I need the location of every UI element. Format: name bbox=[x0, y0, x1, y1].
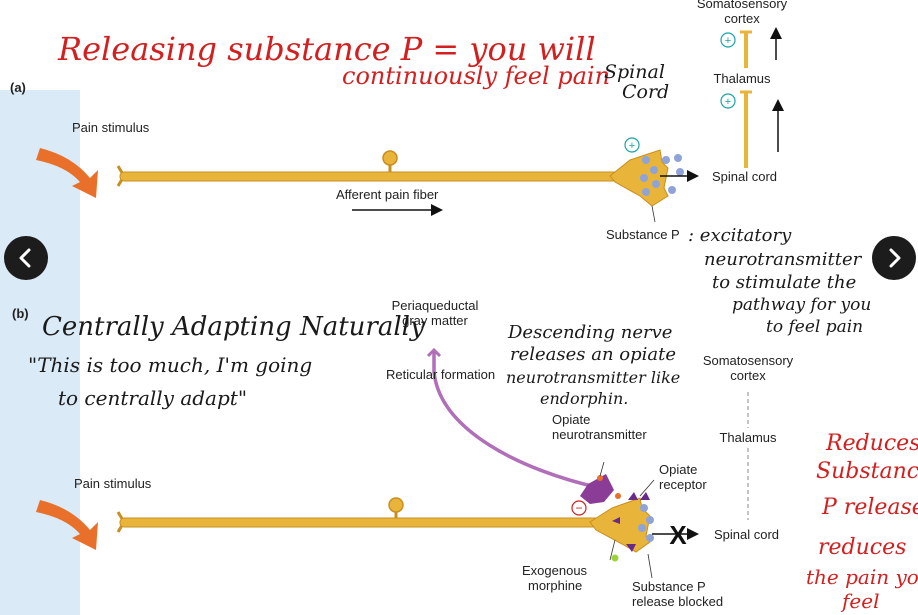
receptor-leader bbox=[639, 479, 655, 497]
note-the-pain: the pain you bbox=[806, 565, 918, 589]
thalamus-label-bg-b bbox=[712, 428, 784, 446]
ascending-pathway-a bbox=[740, 27, 784, 168]
note-excitatory: : excitatory bbox=[688, 225, 792, 246]
note-descending: Descending nerve bbox=[507, 322, 672, 343]
note-neurotransmitter: neurotransmitter bbox=[704, 249, 863, 270]
thalamus-label-b: Thalamus bbox=[719, 430, 777, 445]
pain-stimulus-arrow-a bbox=[36, 148, 98, 198]
cortex-label-a-line1: Somatosensory bbox=[697, 0, 788, 11]
spinal-cord-label-a: Spinal cord bbox=[712, 169, 777, 184]
morphine-label-line1: Exogenous bbox=[522, 563, 588, 578]
note-reduces: Reduces bbox=[825, 431, 918, 456]
descending-pathway bbox=[432, 352, 601, 490]
panel-a-label: (a) bbox=[10, 80, 26, 95]
inhibitory-minus-sign: − bbox=[575, 501, 582, 515]
afferent-fiber-label: Afferent pain fiber bbox=[336, 187, 439, 202]
opiate-terminal bbox=[580, 474, 614, 504]
note-pathway: pathway for you bbox=[732, 295, 871, 315]
note-nt-like: neurotransmitter like bbox=[506, 368, 680, 387]
cortex-plus-sign: + bbox=[725, 35, 731, 47]
afferent-pain-fiber-a bbox=[116, 149, 669, 223]
thalamus-label-a: Thalamus bbox=[713, 71, 771, 86]
pain-stimulus-label-a: Pain stimulus bbox=[72, 120, 150, 135]
thalamus-plus-icon bbox=[720, 93, 736, 109]
cortex-label-a-line2: cortex bbox=[724, 11, 760, 26]
handwritten-notes-right: Reduces Substance P release reduces the … bbox=[806, 431, 918, 613]
note-substance: Substance bbox=[816, 459, 918, 484]
thalamus-plus-sign: + bbox=[725, 96, 731, 108]
reticular-formation-label: Reticular formation bbox=[386, 367, 495, 382]
pag-label-line2: gray matter bbox=[402, 313, 468, 328]
note-stimulate: to stimulate the bbox=[712, 272, 856, 293]
blocked-label-line1: Substance P bbox=[632, 579, 706, 594]
inhibitory-minus-icon bbox=[571, 500, 587, 516]
substance-p-label-a: Substance P bbox=[606, 227, 680, 242]
handwritten-notes-top: Releasing substance P = you will continu… bbox=[57, 30, 610, 90]
note-releasing: Releasing substance P = you will bbox=[57, 30, 596, 68]
blocked-label-line2: release blocked bbox=[632, 594, 723, 609]
blocked-x-icon: X bbox=[669, 520, 687, 550]
page-margin-strip bbox=[0, 90, 80, 615]
note-spinal: Spinal bbox=[604, 61, 665, 83]
next-button[interactable] bbox=[872, 236, 916, 280]
pain-stimulus-label-b: Pain stimulus bbox=[74, 476, 152, 491]
previous-button[interactable] bbox=[4, 236, 48, 280]
note-reduces-2: reduces bbox=[818, 535, 906, 560]
opiate-molecule bbox=[615, 493, 621, 499]
pag-label-line1: Periaqueductal bbox=[392, 298, 479, 313]
opiate-nt-label-line2: neurotransmitter bbox=[552, 427, 647, 442]
morphine-leader bbox=[609, 539, 616, 561]
note-centrally: Centrally Adapting Naturally bbox=[42, 312, 425, 342]
note-cord: Cord bbox=[622, 81, 669, 103]
note-endorphin: endorphin. bbox=[540, 389, 628, 408]
opiate-nt-label-line1: Opiate bbox=[552, 412, 590, 427]
morphine-label-line2: morphine bbox=[528, 578, 582, 593]
note-feel: feel bbox=[840, 589, 879, 613]
chevron-right-icon bbox=[889, 248, 901, 268]
blocked-leader bbox=[647, 553, 653, 579]
cortex-label-b-line1: Somatosensory bbox=[703, 353, 794, 368]
note-continuously: continuously feel pain bbox=[342, 62, 610, 90]
opiate-molecule bbox=[597, 475, 603, 481]
opiate-receptor-label-line2: receptor bbox=[659, 477, 707, 492]
vesicles-b bbox=[638, 504, 654, 542]
note-p-release: P release bbox=[821, 495, 918, 520]
note-too-much: "This is too much, I'm going bbox=[28, 353, 312, 377]
opiate-nt-leader bbox=[599, 461, 605, 477]
note-adapt: to centrally adapt" bbox=[58, 386, 247, 410]
substance-p-vesicles-a bbox=[640, 154, 684, 196]
handwritten-notes-black: Spinal Cord : excitatory neurotransmitte… bbox=[28, 61, 871, 410]
cortex-label-b-line2: cortex bbox=[730, 368, 766, 383]
excitatory-plus-icon-a bbox=[624, 137, 640, 153]
pag-terminal bbox=[426, 347, 442, 358]
opiate-receptors bbox=[612, 492, 650, 552]
spinal-cord-label-b: Spinal cord bbox=[714, 527, 779, 542]
pain-stimulus-arrow-b bbox=[36, 500, 98, 550]
afferent-pain-fiber-b bbox=[116, 497, 651, 553]
excitatory-plus-sign-a: + bbox=[629, 140, 635, 152]
note-releases: releases an opiate bbox=[510, 344, 676, 365]
panel-b-label: (b) bbox=[12, 306, 29, 321]
chevron-left-icon bbox=[19, 248, 31, 268]
opiate-receptor-label-line1: Opiate bbox=[659, 462, 697, 477]
cortex-plus-icon bbox=[720, 32, 736, 48]
note-feel-pain: to feel pain bbox=[766, 317, 863, 337]
morphine-molecule bbox=[611, 554, 619, 562]
